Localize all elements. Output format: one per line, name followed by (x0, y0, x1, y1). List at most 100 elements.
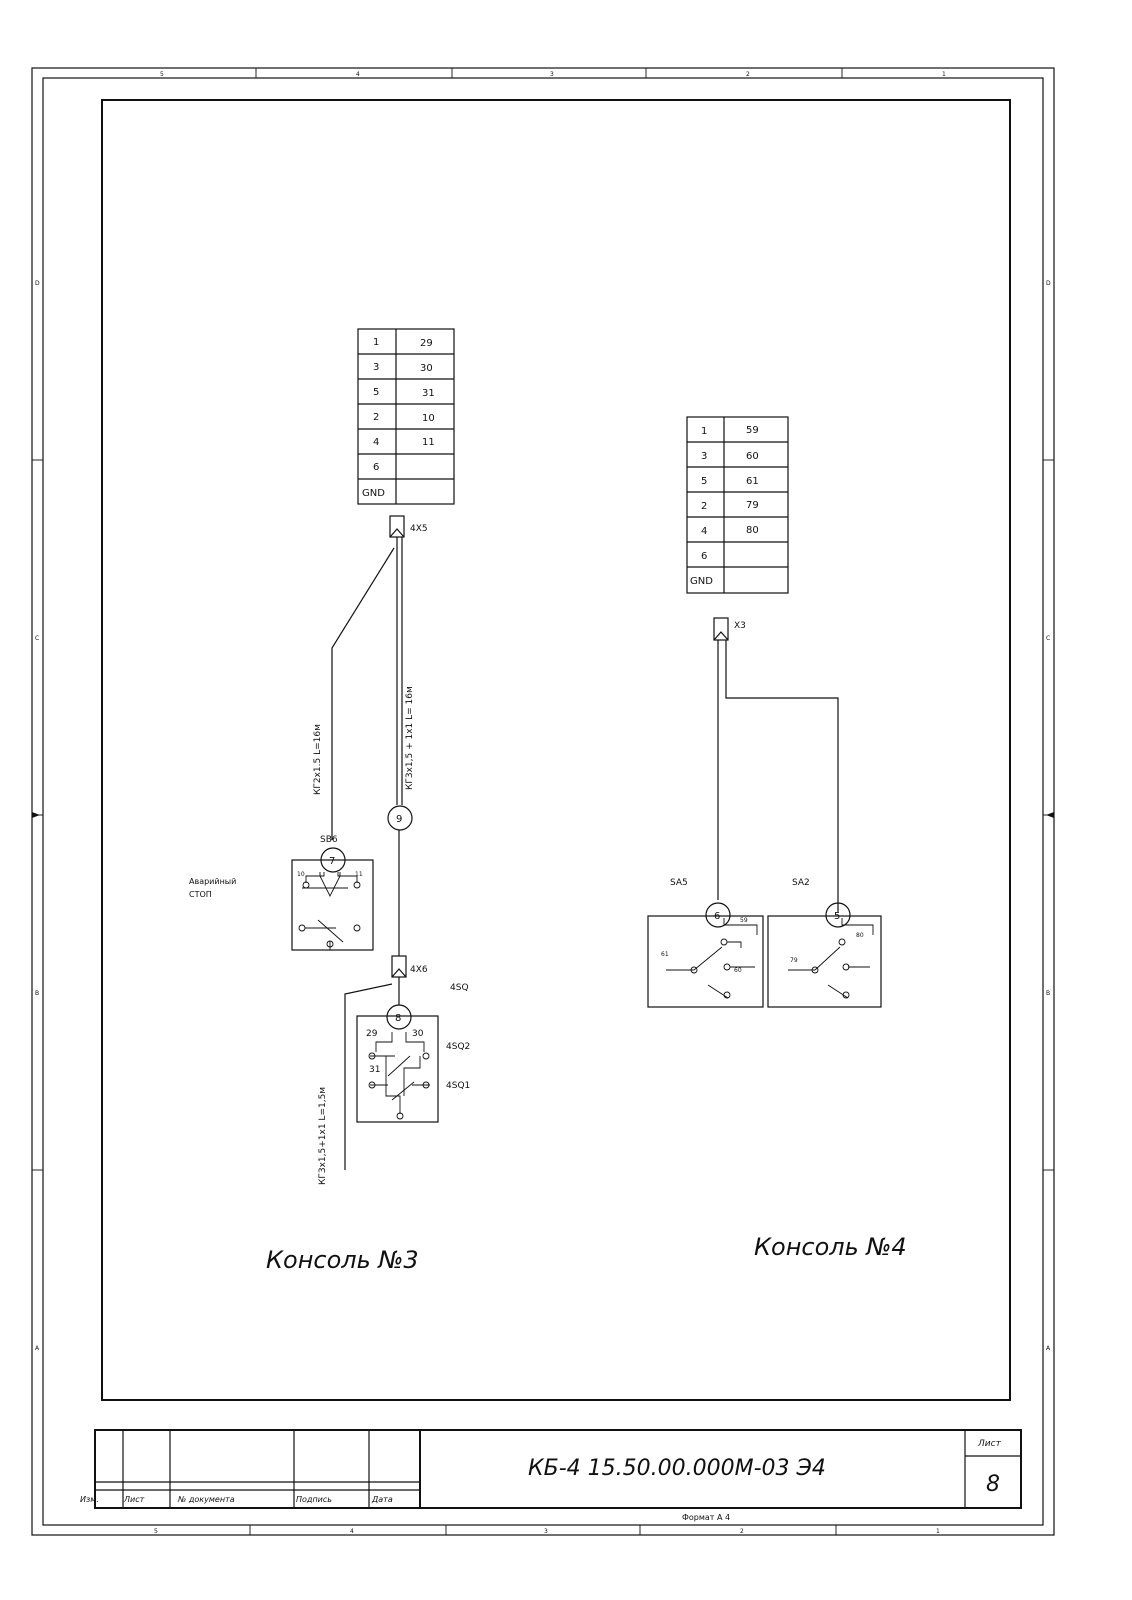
zone-right-C: C (1046, 635, 1050, 642)
4sq1-label: 4SQ1 (446, 1081, 470, 1091)
zone-left-C: C (35, 635, 39, 642)
sa5-term-60: 60 (734, 967, 742, 974)
c3-wire-3: 31 (422, 388, 435, 399)
cable-4x6-label: КГ3х1,5+1х1 L=1,5м (318, 1087, 328, 1185)
c3-pin-2: 3 (373, 362, 379, 373)
c4-pin-2: 3 (701, 451, 707, 462)
c3-pin-1: 1 (373, 337, 379, 348)
zone-top-1: 1 (942, 71, 946, 78)
console3-title: Консоль №3 (266, 1246, 419, 1274)
c4-wire-2: 60 (746, 451, 759, 462)
connector-4x6-symbol (391, 955, 407, 978)
emergency-label-2: СТОП (189, 890, 212, 899)
sb6-term-11: 11 (355, 871, 363, 878)
zone-right-B: B (1046, 990, 1050, 997)
sa5-switch-box (647, 915, 764, 1008)
4sq-term-29: 29 (366, 1029, 378, 1039)
cable-marker-9 (387, 805, 413, 831)
sa2-term-79: 79 (790, 957, 798, 964)
sa5-term-59: 59 (740, 917, 748, 924)
zone-right-D: D (1046, 280, 1051, 287)
4sq-marker-8 (386, 1004, 412, 1030)
cable-sb6-label: КГ2х1.5 L=16м (313, 724, 323, 795)
col-izm: Изм. (80, 1495, 99, 1504)
sa5-term-61: 61 (661, 951, 669, 958)
cable-marker-9-label: 9 (396, 814, 402, 825)
connector-4x5-symbol (389, 515, 405, 538)
c3-wire-4: 10 (422, 413, 435, 424)
zone-left-D: D (35, 280, 40, 287)
4sq-switch-box (356, 1015, 439, 1123)
4sq2-label: 4SQ2 (446, 1042, 470, 1052)
4sq-term-30: 30 (412, 1029, 424, 1039)
zone-top-2: 2 (746, 71, 750, 78)
zone-bottom-1: 1 (936, 1528, 940, 1535)
console3-wiring (331, 537, 403, 956)
console3-terminal-block: 1 29 3 30 5 31 2 10 4 11 6 GND (357, 328, 455, 505)
c4-pin-6: 6 (701, 551, 707, 562)
col-doc: № документа (177, 1495, 235, 1504)
c4-wire-3: 61 (746, 476, 759, 487)
c4-wire-1: 59 (746, 425, 759, 436)
c3-pin-5: 4 (373, 437, 379, 448)
format-label: Формат А 4 (682, 1513, 730, 1522)
console4-wiring (717, 640, 839, 912)
zone-right-A: A (1046, 1345, 1051, 1352)
c3-wire-1: 29 (420, 338, 433, 349)
sb6-marker-7 (320, 847, 346, 873)
zone-top-4: 4 (356, 71, 360, 78)
zone-bottom-4: 4 (350, 1528, 354, 1535)
c4-pin-3: 5 (701, 476, 707, 487)
col-list: Лист (123, 1495, 145, 1504)
c4-pin-5: 4 (701, 526, 707, 537)
col-sign: Подпись (296, 1495, 332, 1504)
zone-top-3: 3 (550, 71, 554, 78)
zone-top-5: 5 (160, 71, 164, 78)
console4-title: Консоль №4 (754, 1233, 907, 1261)
zone-left-B: B (35, 990, 39, 997)
c4-wire-4: 79 (746, 500, 759, 511)
c3-pin-3: 5 (373, 387, 379, 398)
sb6-term-10: 10 (297, 871, 305, 878)
connector-x3-label: X3 (734, 621, 746, 631)
sa2-marker-5 (825, 902, 851, 928)
zone-bottom-2: 2 (740, 1528, 744, 1535)
4sq-term-31: 31 (369, 1065, 380, 1075)
sa5-marker-6 (705, 902, 731, 928)
c4-pin-gnd: GND (690, 576, 713, 587)
connector-4x5-label: 4X5 (410, 524, 428, 534)
zone-bottom-3: 3 (544, 1528, 548, 1535)
sb6-marker-7-label: 7 (329, 856, 335, 867)
col-date: Дата (371, 1495, 393, 1504)
console4-terminal-block: 1 59 3 60 5 61 2 79 4 80 6 GND (686, 416, 789, 594)
zone-bottom-5: 5 (154, 1528, 158, 1535)
4sq-wiring (344, 977, 400, 1170)
c3-wire-2: 30 (420, 363, 433, 374)
outer-frame (31, 67, 1055, 1536)
zone-left-A: A (35, 1345, 40, 1352)
sheet-label: Лист (977, 1439, 1002, 1449)
sa5-marker-6-label: 6 (714, 911, 720, 922)
connector-x3-symbol (713, 617, 729, 641)
sb6-switch-box (291, 859, 374, 951)
sheet-number: 8 (986, 1472, 1000, 1497)
4sq-ref: 4SQ (450, 983, 469, 993)
c4-wire-5: 80 (746, 525, 759, 536)
c3-pin-4: 2 (373, 412, 379, 423)
sb6-ref: SB6 (320, 835, 338, 845)
c3-pin-gnd: GND (362, 488, 385, 499)
c3-pin-6: 6 (373, 462, 379, 473)
zone-labels: 5 4 3 2 1 5 4 3 2 1 D C B A D C B A (35, 71, 1051, 1535)
sa2-term-80: 80 (856, 932, 864, 939)
connector-4x6-label: 4X6 (410, 965, 428, 975)
4sq-marker-8-label: 8 (395, 1013, 401, 1024)
document-designation: КБ-4 15.50.00.000М-03 Э4 (528, 1456, 826, 1481)
sa2-switch-box (767, 915, 882, 1008)
sa2-ref: SA2 (792, 878, 810, 888)
emergency-label-1: Аварийный (189, 877, 236, 886)
sa2-marker-5-label: 5 (834, 911, 840, 922)
sa5-ref: SA5 (670, 878, 688, 888)
cable-4x5-label: КГ3х1,5 + 1х1 L= 16м (405, 686, 415, 790)
c3-wire-5: 11 (422, 437, 435, 448)
